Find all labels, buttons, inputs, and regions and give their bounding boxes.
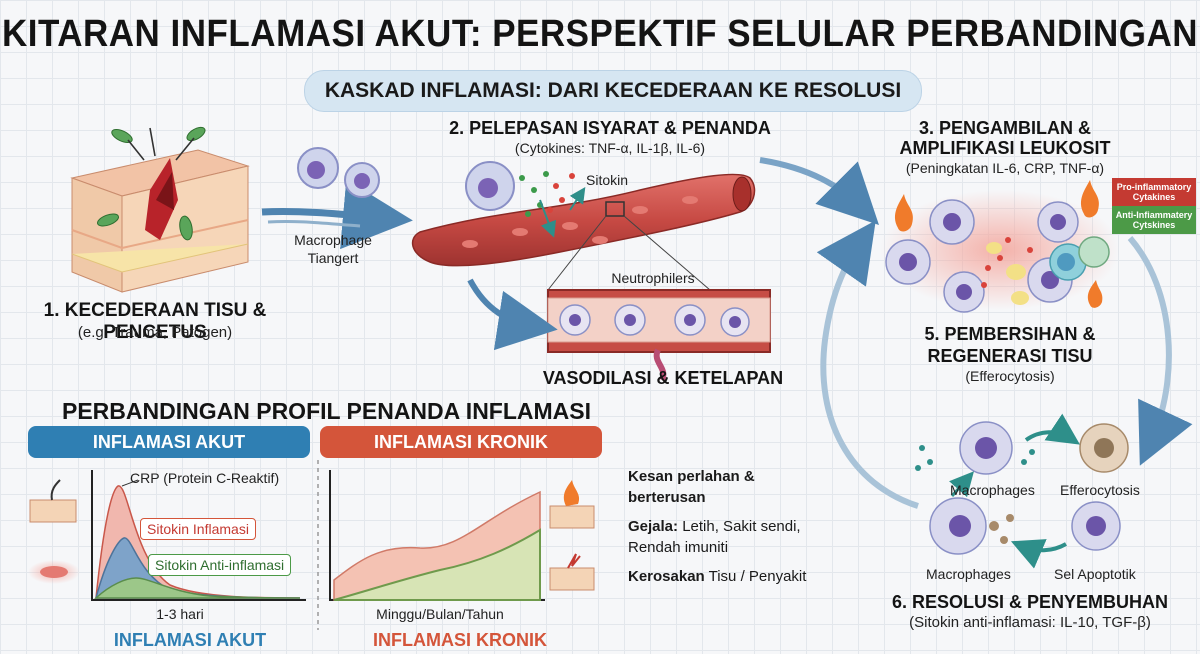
crp-label: CRP (Protein C-Reaktif)	[130, 470, 280, 486]
macrophages-label-1: Macrophages	[950, 482, 1035, 498]
chronic-footer: INFLAMASI KRONIK	[373, 630, 547, 650]
step5-subtitle: (Efferocytosis)	[965, 368, 1055, 384]
step2-title: 2. PELEPASAN ISYARAT & PENANDA	[449, 118, 771, 138]
tissue-block-icon	[70, 126, 250, 293]
efferocytosis-scene-icon	[915, 413, 1129, 569]
legend-anti-inflammatory: Anti-Infiammatery Cytskines	[1112, 206, 1196, 234]
step6-subtitle: (Sitokin anti-inflamasi: IL-10, TGF-β)	[909, 614, 1151, 631]
neutrophilers-label: Neutrophilers	[611, 270, 695, 286]
note2-rest: Letih, Sakit sendi,	[678, 518, 801, 535]
arrow-3-to-5	[1127, 236, 1193, 466]
step1-subtitle: (e.g. Trauma, Patogen)	[77, 324, 233, 341]
efferocytosis-label: Efferocytosis	[1060, 482, 1140, 498]
step6-title: 6. RESOLUSI & PENYEMBUHAN	[891, 592, 1169, 612]
step3-subtitle: (Peningkatan IL-6, CRP, TNF-α)	[905, 160, 1105, 176]
acute-chart	[28, 470, 306, 601]
chronic-chart	[329, 470, 595, 601]
note1: Kesan perlahan &	[628, 468, 755, 485]
legend-pro-inflammatory: Pro-inflammatory Cytakines	[1112, 178, 1196, 206]
chronic-notes: Kesan perlahan & berterusan Gejala: Leti…	[628, 466, 808, 587]
vasodilation-title: VASODILASI & KETELAPAN	[542, 368, 784, 388]
page-title: KITARAN INFLAMASI AKUT: PERSPEKTIF SELUL…	[1, 12, 1199, 55]
leukocyte-cluster-icon	[880, 180, 1120, 313]
macrophage-cells-icon	[297, 147, 380, 198]
step5-title-1: 5. PEMBERSIHAN &	[924, 324, 1096, 344]
arrow-cycle-back	[816, 220, 919, 509]
macrophages-label-2: Macrophages	[926, 566, 1011, 582]
step2-subtitle: (Cytokines: TNF-α, IL-1β, IL-6)	[514, 140, 706, 156]
note2b: Rendah imuniti	[628, 539, 729, 556]
cytokine-dots-icon	[465, 161, 586, 238]
blood-vessel-icon	[411, 173, 756, 291]
arrow-2-to-3	[759, 157, 879, 225]
macrophage-label-1: Macrophage	[294, 232, 372, 248]
subtitle-banner: KASKAD INFLAMASI: DARI KECEDERAAN KE RES…	[304, 70, 922, 112]
sitokin-label: Sitokin	[586, 172, 629, 188]
arrow-1-to-2	[261, 179, 413, 250]
macrophage-label-2: Tiangert	[307, 250, 359, 266]
step5-title-2: REGENERASI TISU	[927, 346, 1093, 366]
comparison-heading: PERBANDINGAN PROFIL PENANDA INFLAMASI	[62, 398, 592, 424]
step1-title: 1. KECEDERAAN TISU & PENCETUS	[43, 300, 267, 343]
note3-rest: Tisu / Penyakit	[704, 568, 807, 585]
vessel-zoom-icon	[547, 289, 771, 382]
note2-bold: Gejala:	[628, 518, 679, 535]
arrow-to-vasodilation	[467, 278, 558, 351]
acute-footer: INFLAMASI AKUT	[113, 630, 267, 650]
sitokin-inflamasi-label: Sitokin Inflamasi	[140, 518, 256, 540]
sel-apoptotik-label: Sel Apoptotik	[1054, 566, 1136, 582]
acute-pill: INFLAMASI AKUT	[28, 426, 310, 458]
step3-title-2: AMPLIFIKASI LEUKOSIT	[899, 138, 1111, 158]
chronic-x-label: Minggu/Bulan/Tahun	[376, 606, 504, 622]
chronic-pill: INFLAMASI KRONIK	[320, 426, 602, 458]
step3-title-1: 3. PENGAMBILAN &	[918, 118, 1091, 138]
note1b: berterusan	[628, 489, 706, 506]
note3-bold: Kerosakan	[628, 568, 705, 585]
acute-x-label: 1-3 hari	[156, 606, 204, 622]
sitokin-anti-label: Sitokin Anti-inflamasi	[148, 554, 292, 576]
